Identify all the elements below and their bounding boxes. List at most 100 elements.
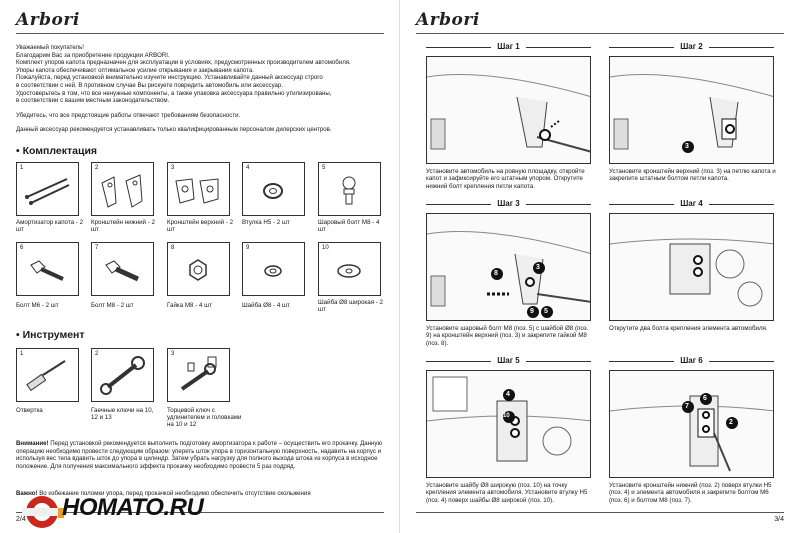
kit-label: Болт М6 - 2 шт xyxy=(16,302,59,309)
brand-logo: Arbori xyxy=(416,10,480,30)
callout-number: 5 xyxy=(544,308,548,315)
kit-item-box: 2 xyxy=(91,162,154,216)
kit-num: 9 xyxy=(246,245,250,251)
kit-label: Болт М8 - 2 шт xyxy=(91,302,134,309)
step-image-2: 3 xyxy=(609,56,774,164)
callout-number: 3 xyxy=(685,143,689,150)
callout-number: 8 xyxy=(494,270,498,277)
warning2-bold: Важно! xyxy=(16,490,38,497)
screwdriver-icon xyxy=(26,360,66,392)
tool-num: 1 xyxy=(20,351,24,357)
step-title: Шаг 1 xyxy=(426,41,591,53)
step-caption: Установите кронштейн верхний (поз. 3) на… xyxy=(609,168,776,183)
step-caption: Открутите два болта крепления элемента а… xyxy=(609,325,768,332)
step-title: Шаг 6 xyxy=(609,355,774,367)
tool-label: Гаечные ключи на 10, 12 и 13 xyxy=(91,407,154,422)
tool-item-box: 2 xyxy=(91,348,154,402)
kit-label: Шаровый болт М8 - 4 шт xyxy=(318,219,380,234)
hood-hinge-icon xyxy=(427,74,590,153)
kit-label: Шайба Ø8 широкая - 2 шт xyxy=(318,299,383,314)
kit-title: • Комплектация xyxy=(16,145,98,157)
kit-num: 3 xyxy=(171,165,175,171)
washer-icon xyxy=(264,265,282,277)
step-image-5: 4 10 xyxy=(426,370,591,478)
lower-bracket-install-icon xyxy=(610,393,773,472)
kit-num: 10 xyxy=(322,245,329,251)
footer-rule xyxy=(16,512,384,513)
intro-line: Уважаемый покупатель! xyxy=(16,44,84,51)
engine-bay-bolts-icon xyxy=(610,238,773,307)
kit-item-box: 8 xyxy=(167,242,230,296)
step-title: Шаг 4 xyxy=(609,198,774,210)
kit-label: Втулка Н5 - 2 шт xyxy=(242,219,290,226)
kit-item-box: 6 xyxy=(16,242,79,296)
kit-num: 8 xyxy=(171,245,175,251)
nut-icon xyxy=(189,259,207,281)
kit-item-box: 7 xyxy=(91,242,154,296)
kit-label: Гайка М8 - 4 шт xyxy=(167,302,212,309)
lower-bracket-icon xyxy=(101,174,143,208)
warning-body: Перед установкой рекомендуется выполнить… xyxy=(16,440,383,470)
step-caption: Установите кронштейн нижний (поз. 2) пов… xyxy=(609,482,772,504)
socket-wrench-icon xyxy=(180,356,217,391)
callout-number: 7 xyxy=(685,403,689,410)
step-title-text: Шаг 1 xyxy=(491,42,526,51)
kit-num: 2 xyxy=(95,165,99,171)
tool-num: 2 xyxy=(95,351,99,357)
wrench-icon xyxy=(100,356,145,395)
step-caption: Установите автомобиль на ровную площадку… xyxy=(426,168,585,190)
header-rule xyxy=(416,33,784,34)
wide-washer-icon xyxy=(337,264,361,278)
callout-number: 6 xyxy=(703,395,707,402)
step-title: Шаг 5 xyxy=(426,355,591,367)
intro-line: в соответствии с вашим местным законодат… xyxy=(16,97,170,105)
kit-label: Кронштейн верхний - 2 шт xyxy=(167,219,234,234)
footer-rule xyxy=(416,512,784,513)
intro-line: Благодарим Вас за приобретение продукции… xyxy=(16,51,170,59)
callout-number: 4 xyxy=(506,391,510,398)
kit-item-box: 10 xyxy=(318,242,381,296)
intro-text: Уважаемый покупатель! Благодарим Вас за … xyxy=(16,44,384,134)
callout-number: 10 xyxy=(503,413,510,419)
warning-text: Внимание! Перед установкой рекомендуется… xyxy=(16,440,384,470)
kit-num: 4 xyxy=(246,165,250,171)
kit-label: Шайба Ø8 - 4 шт xyxy=(242,302,290,309)
kit-item-box: 4 xyxy=(242,162,305,216)
kit-item-box: 3 xyxy=(167,162,230,216)
step-title-text: Шаг 3 xyxy=(491,199,526,208)
step-image-3: 8 3 9 5 xyxy=(426,213,591,321)
kit-item-box: 1 xyxy=(16,162,79,216)
tool-num: 3 xyxy=(171,351,175,357)
right-page: Arbori Шаг 1 Установите автомобиль на ро… xyxy=(400,0,800,533)
callout-number: 9 xyxy=(530,308,534,315)
step-title-text: Шаг 6 xyxy=(674,356,709,365)
intro-line: в соответствии с ней. В противном случае… xyxy=(16,81,284,89)
page-number: 3/4 xyxy=(774,516,784,523)
intro-dealer: Данный аксессуар рекомендуется устанавли… xyxy=(16,126,332,134)
page-number: 2/4 xyxy=(16,516,26,523)
ball-bolt-icon xyxy=(342,176,356,205)
washer-install-icon xyxy=(427,376,590,462)
warning-bold: Внимание! xyxy=(16,440,49,447)
kit-label: Амортизатор капота - 2 шт xyxy=(16,219,84,234)
intro-line: Удостоверьтесь в том, что все ненужные к… xyxy=(16,89,332,97)
page-divider xyxy=(399,0,400,533)
upper-bracket-icon xyxy=(175,178,219,204)
step-image-4 xyxy=(609,213,774,321)
warning2-body: Во избежание поломки упора, перед прокач… xyxy=(37,490,311,497)
tool-label: Отвертка xyxy=(16,407,43,414)
gas-strut-icon xyxy=(25,178,70,205)
kit-num: 1 xyxy=(20,165,24,171)
bolt-m8-icon xyxy=(105,260,140,282)
kit-item-box: 5 xyxy=(318,162,381,216)
ball-bolt-install-icon xyxy=(427,231,590,318)
intro-line: Упоры капота обеспечивают оптимальное ус… xyxy=(16,66,254,74)
bolt-m6-icon xyxy=(30,260,64,281)
callout-number: 2 xyxy=(729,419,733,426)
tools-title: • Инструмент xyxy=(16,329,85,341)
intro-safety: Убедитесь, что все предстоящие работы от… xyxy=(16,111,241,119)
watermark-text: HOMATO.RU xyxy=(62,494,204,521)
tool-item-box: 3 xyxy=(167,348,230,402)
intro-line: Пожалуйста, перед установкой внимательно… xyxy=(16,74,323,82)
step-image-1 xyxy=(426,56,591,164)
